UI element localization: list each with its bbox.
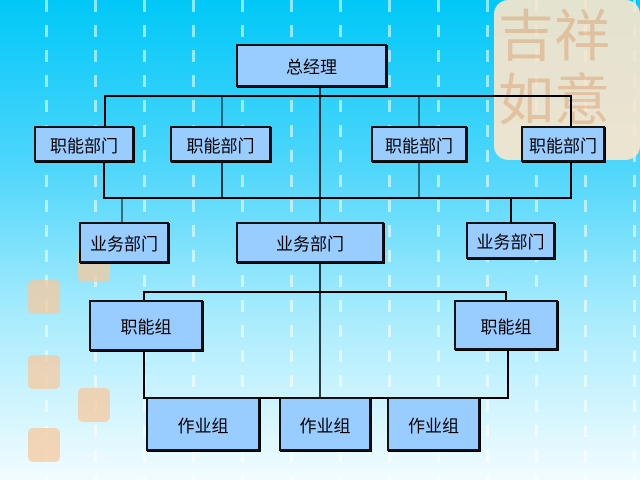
node-work-group: 作业组 [279, 397, 371, 451]
seal-stamp-small [28, 280, 60, 314]
dash-line [388, 0, 391, 480]
seal-stamp-small [28, 428, 60, 462]
node-business-dept: 业务部门 [236, 222, 384, 263]
node-functional-dept: 职能部门 [170, 126, 271, 162]
node-work-group: 作业组 [146, 397, 260, 451]
node-functional-group: 职能组 [454, 300, 558, 350]
node-functional-dept: 职能部门 [371, 126, 467, 162]
node-business-dept: 业务部门 [466, 222, 555, 259]
seal-stamp-small [78, 388, 110, 422]
dash-line [633, 0, 636, 480]
node-ceo: 总经理 [236, 44, 387, 87]
node-work-group: 作业组 [387, 397, 480, 451]
seal-stamp-small [28, 355, 60, 389]
dash-line [192, 0, 195, 480]
dash-line [45, 0, 48, 480]
dash-line [584, 0, 587, 480]
node-functional-group: 职能组 [89, 300, 203, 351]
dash-line [437, 0, 440, 480]
node-functional-dept: 职能部门 [34, 126, 134, 162]
node-business-dept: 业务部门 [79, 222, 169, 263]
node-functional-dept: 职能部门 [521, 126, 605, 162]
